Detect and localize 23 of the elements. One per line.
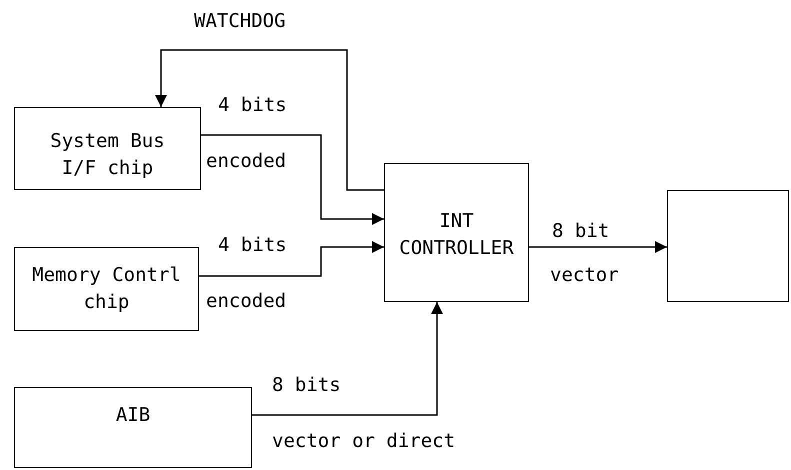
signal-label: vector xyxy=(550,263,619,288)
block-box xyxy=(14,247,199,331)
arrow xyxy=(252,302,443,416)
block-box xyxy=(14,387,252,468)
block-box xyxy=(14,107,201,190)
arrow xyxy=(199,241,384,277)
edge-label: 4 bits xyxy=(218,93,287,118)
block-label: INT CONTROLLER xyxy=(398,209,515,261)
edge-label: WATCHDOG xyxy=(194,9,286,34)
block-label: Memory Contrl chip xyxy=(31,263,182,315)
block-label: System Bus I/F chip xyxy=(49,129,166,181)
signal-label: encoded xyxy=(206,289,286,314)
edge-label: 8 bits xyxy=(272,373,341,398)
edge-label: 4 bits xyxy=(218,233,287,258)
arrow xyxy=(529,241,667,253)
signal-label: vector or direct xyxy=(272,429,456,454)
signal-label: encoded xyxy=(206,149,286,174)
edge-label: 8 bit xyxy=(552,219,610,244)
block-label: AIB xyxy=(116,403,150,428)
arrow xyxy=(155,49,384,191)
block-box xyxy=(384,163,529,302)
block-box xyxy=(667,190,789,302)
arrow xyxy=(201,134,384,225)
